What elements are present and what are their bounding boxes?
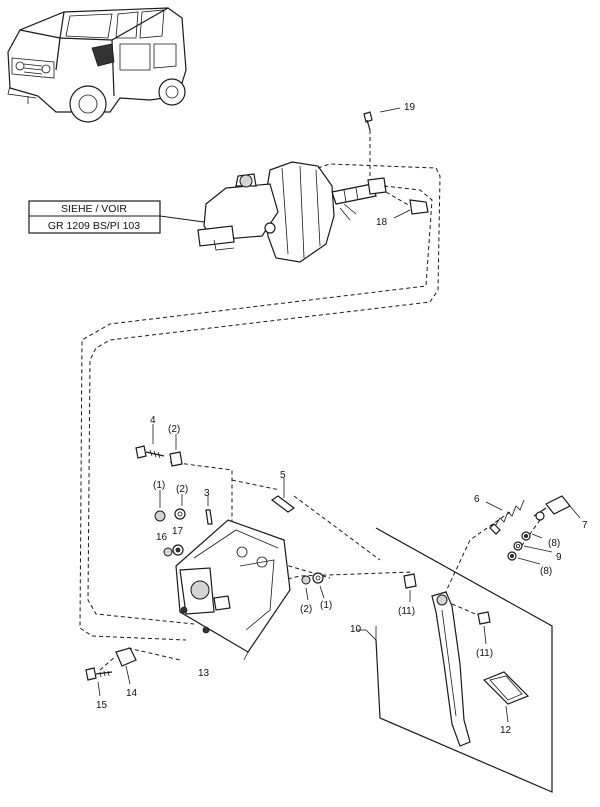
callout-11-right: (11)	[476, 648, 493, 659]
spacer-5	[270, 478, 296, 513]
callout-9: 9	[556, 552, 562, 563]
reference-box-reference: GR 1209 BS/PI 103	[48, 220, 140, 232]
callout-15: 15	[96, 700, 108, 711]
callout-6: 6	[474, 494, 480, 505]
callout-2-left: (2)	[176, 484, 188, 495]
brake-booster-assembly	[197, 161, 387, 263]
bolt-15	[85, 667, 113, 697]
callout-12: 12	[500, 725, 512, 736]
callout-11-left: (11)	[398, 606, 415, 617]
washer-2-upper	[169, 434, 183, 467]
callout-7: 7	[582, 520, 588, 531]
washers-1-2-right	[301, 572, 325, 601]
callout-19: 19	[404, 102, 416, 113]
spring-6	[485, 499, 525, 535]
clevis-pin-19	[363, 107, 401, 178]
bushing-11-left	[403, 573, 417, 602]
callout-2-right: (2)	[300, 604, 312, 615]
bushing-11-right	[477, 611, 491, 645]
callout-3: 3	[204, 488, 210, 499]
nut-washer-8-9	[507, 531, 553, 565]
callout-18: 18	[376, 217, 388, 228]
callout-2-upper: (2)	[168, 424, 180, 435]
callout-17: 17	[172, 526, 184, 537]
callout-4: 4	[150, 415, 156, 426]
callout-5: 5	[280, 470, 286, 481]
callout-14: 14	[126, 688, 138, 699]
vehicle-illustration	[7, 7, 187, 123]
brake-pedal	[431, 591, 471, 747]
callout-8-upper: (8)	[548, 538, 560, 549]
pedal-group-panel-10	[356, 527, 553, 793]
dashed-connection-lines	[79, 163, 541, 671]
washer-2-left	[174, 494, 186, 520]
reference-box-title: SIEHE / VOIR	[61, 203, 127, 215]
callout-8-lower: (8)	[540, 566, 552, 577]
pin-18	[385, 191, 429, 219]
callout-1-left: (1)	[153, 480, 165, 491]
pedal-pad-12	[482, 671, 530, 723]
callout-10: 10	[350, 624, 362, 635]
reference-box: SIEHE / VOIR GR 1209 BS/PI 103	[28, 200, 205, 234]
washer-1-left	[154, 490, 166, 522]
cover-14	[115, 647, 137, 685]
fastener-bolt-4	[135, 424, 165, 459]
nut-17	[172, 544, 184, 556]
callout-labels: 19 18 4 (2) 5 (1) (2) 3 16 17 (2) (1) 13…	[96, 102, 588, 736]
washer-16	[163, 547, 173, 557]
callout-13: 13	[198, 668, 210, 679]
callout-1-right: (1)	[320, 600, 332, 611]
switch-7	[533, 495, 581, 521]
pedal-bracket-13	[175, 519, 291, 661]
pin-3	[205, 496, 213, 525]
callout-16: 16	[156, 532, 168, 543]
